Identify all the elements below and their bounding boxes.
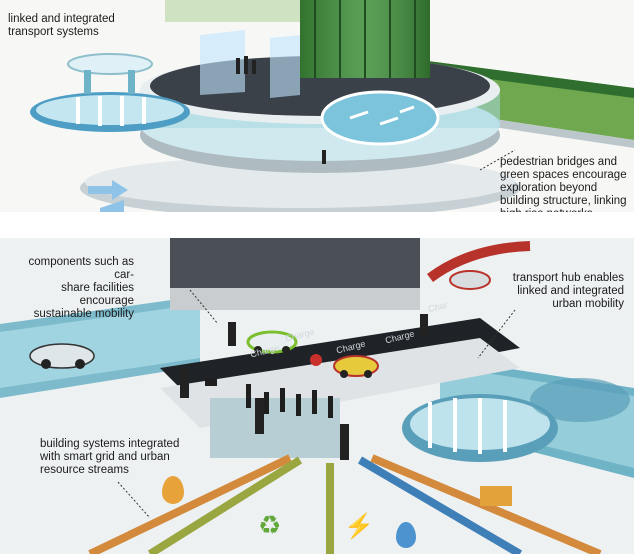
transport-hub-label: transport hub enables linked and integra… xyxy=(512,272,624,310)
pedestrian-bridges-label: pedestrian bridges and green spaces enco… xyxy=(500,156,627,212)
transport-systems-label: linked and integrated transport systems xyxy=(8,13,115,38)
red-pipe xyxy=(427,241,531,283)
water-drop-icon xyxy=(396,522,416,548)
top-panel: linked and integrated transport systems … xyxy=(0,0,634,212)
top-illustration xyxy=(30,0,634,212)
building-systems-label: building systems integrated with smart g… xyxy=(40,438,180,476)
car-share-label: components such as car- share facilities… xyxy=(28,256,134,320)
recycle-icon: ♻ xyxy=(258,510,282,540)
car-yellow xyxy=(333,355,379,378)
car-left xyxy=(29,343,95,369)
envelope-icon xyxy=(480,486,512,506)
resource-pipes xyxy=(88,454,602,554)
charge-marker xyxy=(310,354,322,366)
panel-divider xyxy=(0,212,634,238)
bottom-panel: Charge Charge Charge Charge Char ♻ ⚡ com… xyxy=(0,238,634,554)
commuters-group xyxy=(205,378,333,418)
direction-arrow xyxy=(88,180,128,200)
bottom-illustration xyxy=(0,238,634,554)
oil-drop-icon xyxy=(162,476,184,504)
atrium-glass xyxy=(320,90,440,146)
monorail-train xyxy=(402,378,630,462)
car-green xyxy=(246,330,298,354)
tower-base xyxy=(210,398,340,458)
car-red xyxy=(449,270,491,290)
tower-upper xyxy=(170,238,420,288)
people-group xyxy=(236,56,326,164)
lightning-icon: ⚡ xyxy=(344,513,374,540)
